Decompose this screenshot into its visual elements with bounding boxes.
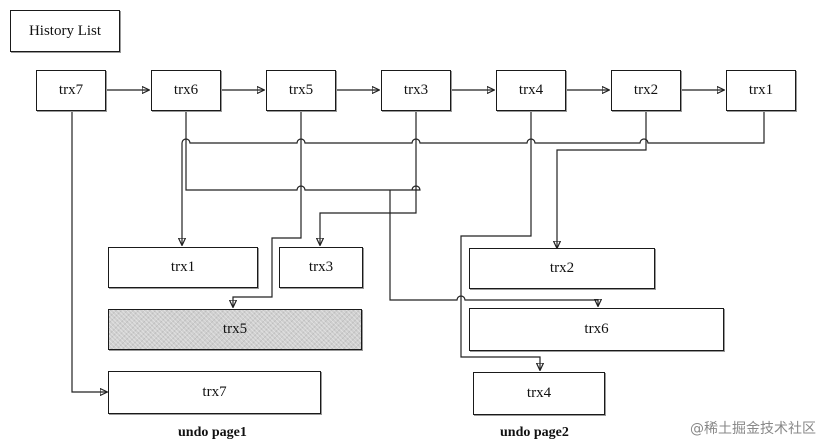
history-node-trx1: trx1	[726, 70, 796, 111]
undo-page2-caption: undo page2	[500, 425, 569, 440]
undo-page2-record-trx6: trx6	[469, 308, 724, 351]
connector-trx7	[71, 111, 107, 392]
undo-page2-record-trx4: trx4	[473, 372, 605, 415]
history-list-label: History List	[10, 10, 120, 52]
undo-page1-record-trx1: trx1	[108, 247, 258, 288]
connector-trx5	[233, 111, 302, 307]
connector-trx6	[185, 111, 598, 306]
history-node-trx5: trx5	[266, 70, 336, 111]
connector-trx2	[557, 111, 647, 248]
history-node-trx6: trx6	[151, 70, 221, 111]
history-node-trx3: trx3	[381, 70, 451, 111]
watermark-text: @稀土掘金技术社区	[690, 421, 816, 437]
undo-page1-record-trx7: trx7	[108, 371, 321, 414]
undo-page2-record-trx2: trx2	[469, 248, 655, 289]
connector-trx3	[320, 111, 417, 245]
history-node-trx7: trx7	[36, 70, 106, 111]
connector-trx4	[460, 111, 540, 370]
undo-page1-record-trx3: trx3	[279, 247, 363, 288]
connector-trx1	[182, 111, 765, 245]
undo-page1-caption: undo page1	[178, 425, 247, 440]
history-node-trx2: trx2	[611, 70, 681, 111]
undo-page1-record-trx5: trx5	[108, 309, 362, 350]
history-node-trx4: trx4	[496, 70, 566, 111]
